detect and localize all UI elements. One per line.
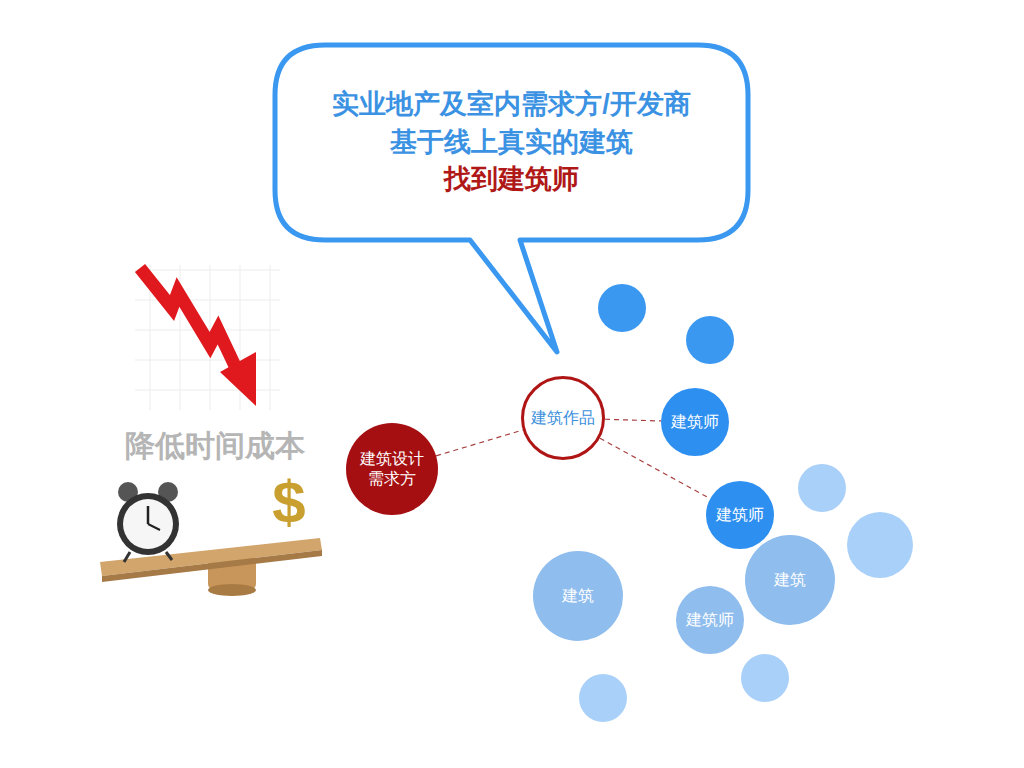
- circle-outline: [706, 481, 774, 549]
- cost-label: 降低时间成本: [125, 429, 305, 462]
- decor-circle: [598, 284, 646, 332]
- alarm-clock: [117, 482, 179, 562]
- speech-bubble-text: 实业地产及室内需求方/开发商基于线上真实的建筑找到建筑师: [275, 45, 748, 240]
- architect-circle: 建筑师: [661, 388, 729, 456]
- node-text: 建筑师: [716, 505, 764, 525]
- decor-circle: [686, 316, 734, 364]
- node-text: 基于线上真实的建筑: [390, 124, 633, 162]
- node-text: 实业地产及室内需求方/开发商: [332, 86, 691, 124]
- decor-circle: [741, 654, 789, 702]
- node-text: 建筑设计 需求方: [358, 449, 425, 489]
- node-text: 建筑: [774, 570, 806, 590]
- architect-circle: 建筑师: [676, 586, 744, 654]
- node-text: 建筑师: [671, 412, 719, 432]
- dashed-connector: [605, 419, 661, 421]
- circle-shape: [346, 423, 438, 515]
- work-circle: 建筑作品: [521, 376, 605, 460]
- speech-bubble: [275, 45, 748, 352]
- building-circle: 建筑: [745, 535, 835, 625]
- dashed-connector: [436, 430, 523, 456]
- architect-circle: 建筑师: [706, 481, 774, 549]
- circle-outline: [523, 378, 604, 459]
- circle-outline: [533, 551, 623, 641]
- decor-circles: [579, 284, 913, 722]
- circle-outline: [676, 586, 744, 654]
- circle-outline: [745, 535, 835, 625]
- node-text: 找到建筑师: [444, 161, 579, 199]
- node-text: 建筑师: [686, 610, 734, 630]
- client-circle: 建筑设计 需求方: [346, 423, 438, 515]
- node-text: 建筑作品: [531, 408, 595, 428]
- decor-circle: [579, 674, 627, 722]
- dollar-symbol: $: [272, 470, 305, 536]
- decor-circle: [798, 464, 846, 512]
- node-text: 建筑: [562, 586, 594, 606]
- falling-arrow: [135, 265, 280, 410]
- decor-circle: [847, 512, 913, 578]
- circle-outline: [346, 423, 438, 515]
- building-circle: 建筑: [533, 551, 623, 641]
- circle-outline: [661, 388, 729, 456]
